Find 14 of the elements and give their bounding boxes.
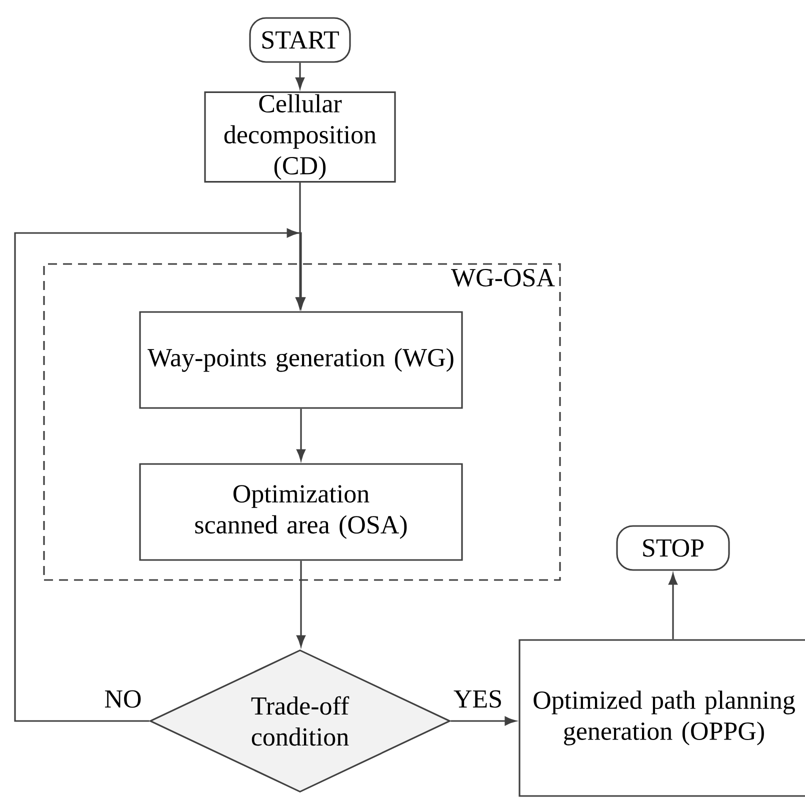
edge-label: NO: [103, 689, 143, 709]
process-box: Cellular decomposition (CD): [204, 91, 396, 183]
arrow: [14, 228, 306, 722]
arrow: [450, 716, 516, 726]
terminal-box: START: [249, 17, 351, 63]
arrow: [296, 62, 304, 89]
process-box: Way-points generation (WG): [139, 311, 463, 409]
terminal-box: STOP: [616, 525, 730, 571]
arrow: [668, 573, 678, 640]
arrow: [296, 560, 306, 647]
edge-label: YES: [452, 689, 504, 709]
process-box: Optimized path planning generation (OPPG): [518, 639, 805, 797]
process-box: Optimization scanned area (OSA): [139, 463, 463, 561]
arrow: [296, 408, 306, 461]
